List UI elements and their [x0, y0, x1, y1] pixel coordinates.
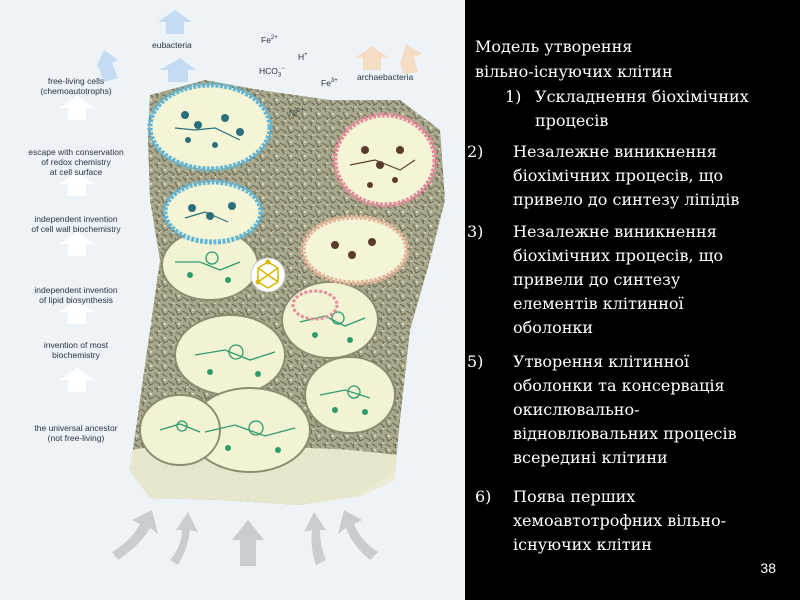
list-text: Незалежне виникнення біохімічних процесі… — [513, 222, 724, 337]
stage-label-lipid: independent invention of lipid biosynthe… — [34, 285, 118, 305]
stage-label-cell-wall: independent invention of cell wall bioch… — [31, 214, 121, 234]
hco3-label: HCO3− — [259, 66, 285, 79]
page-number: 38 — [760, 560, 776, 576]
partial-membrane — [291, 289, 339, 321]
eubacteria-cells — [147, 82, 273, 245]
list-number: 1) — [505, 87, 522, 106]
fes-cluster — [250, 257, 286, 293]
stage-label-free-living: free-living cells (chemoautotrophs) — [40, 76, 112, 96]
ni-label: Ni2+ — [289, 108, 304, 118]
biochemistry-dots — [187, 272, 368, 453]
top-arrows — [95, 10, 422, 82]
archaebacteria-cells — [300, 112, 438, 286]
list-text: Незалежне виникнення біохімічних процесі… — [513, 142, 740, 209]
stage-label-escape: escape with conservation of redox chemis… — [28, 147, 124, 177]
cell-evolution-figure: eubacteria archaebacteria Fe2+ H+ HCO3− … — [0, 0, 465, 600]
text-panel: Модель утворення вільно-існуючих клітин … — [465, 0, 800, 600]
archaebacteria-label: archaebacteria — [357, 72, 414, 82]
stage-label-universal-ancestor: the universal ancestor (not free-living) — [34, 423, 118, 443]
figure-artwork — [60, 10, 445, 566]
list-number: 2) — [467, 142, 484, 161]
list-text: Поява перших хемоавтотрофних вільно- існ… — [513, 487, 726, 554]
list-text: Ускладнення біохімічних процесів — [535, 87, 749, 130]
stage-arrows — [60, 96, 94, 392]
list-number: 3) — [467, 222, 484, 241]
panel-title: Модель утворення вільно-існуючих клітин — [475, 37, 673, 81]
fe2-label: Fe2+ — [261, 35, 278, 45]
eubacteria-label: eubacteria — [152, 40, 192, 50]
list-number: 5) — [467, 352, 484, 371]
fe3-label: Fe3+ — [321, 78, 338, 88]
bottom-arrows — [112, 510, 378, 566]
h-label: H+ — [298, 52, 308, 62]
list-number: 6) — [475, 487, 492, 506]
stage-label-biochemistry: invention of most biochemistry — [43, 340, 109, 360]
list-text: Утворення клітинної оболонки та консерва… — [513, 352, 737, 467]
